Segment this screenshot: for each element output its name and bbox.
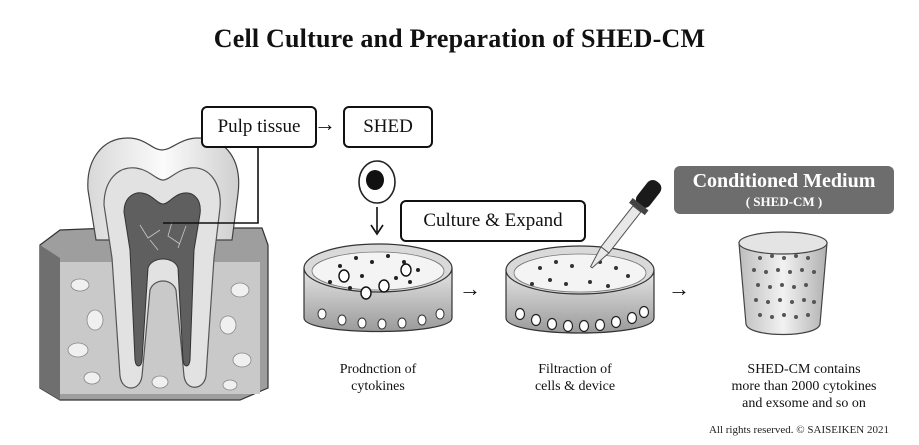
caption-line: more than 2000 cytokines xyxy=(731,379,877,394)
shed-box: SHED xyxy=(343,106,433,148)
dish-arrow-2: → xyxy=(668,276,690,301)
tooth-cross-section-image xyxy=(39,137,269,401)
svg-text:→: → xyxy=(459,276,481,301)
pipette-icon xyxy=(589,180,662,269)
dish-arrow-1: → xyxy=(459,276,481,301)
caption-line: Filtraction of xyxy=(538,362,612,377)
caption-line: cells & device xyxy=(534,379,616,394)
step-caption-shed-cm: SHED-CM contains more than 2000 cytokine… xyxy=(712,361,896,412)
step-caption-production: Prodnction of cytokines xyxy=(318,361,438,395)
conditioned-medium-subtitle: ( SHED-CM ) xyxy=(745,194,823,209)
cell-icon xyxy=(358,160,396,204)
pulp-to-shed-arrow: → xyxy=(314,111,336,136)
conditioned-medium-title: Conditioned Medium xyxy=(692,170,876,192)
caption-line: SHED-CM contains xyxy=(747,362,861,377)
caption-line: cytokines xyxy=(351,379,405,394)
step-caption-filtraction: Filtraction of cells & device xyxy=(515,361,635,395)
conditioned-medium-banner: Conditioned Medium ( SHED-CM ) xyxy=(674,166,894,214)
cup-image xyxy=(738,231,828,336)
cell-down-arrow xyxy=(370,207,384,236)
pulp-connector-line xyxy=(163,146,259,224)
culture-dish-image xyxy=(303,243,453,333)
filtration-dish-image xyxy=(505,245,655,334)
caption-line: and exsome and so on xyxy=(742,396,866,411)
diagram-title: Cell Culture and Preparation of SHED-CM xyxy=(213,24,706,53)
pulp-tissue-box: Pulp tissue xyxy=(201,106,317,148)
svg-text:→: → xyxy=(668,276,690,301)
caption-line: Prodnction of xyxy=(339,362,417,377)
copyright-notice: All rights reserved. © SAISEIKEN 2021 xyxy=(708,424,889,436)
culture-expand-box: Culture & Expand xyxy=(400,200,586,242)
